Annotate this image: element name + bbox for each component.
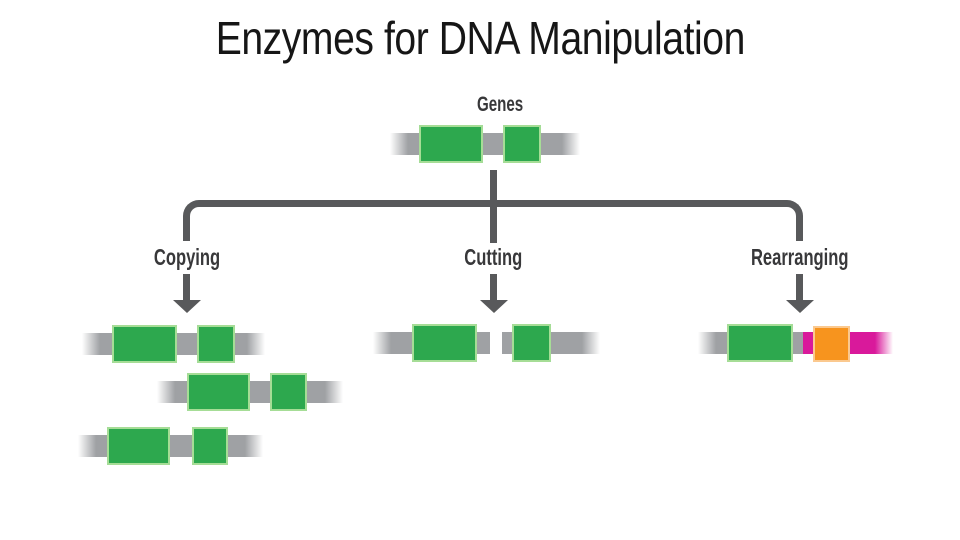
dna-backbone-segment [157, 381, 343, 403]
gene-block [813, 326, 850, 362]
branch-label-rearranging-text: Rearranging [751, 244, 849, 270]
genes-label: Genes [420, 92, 580, 118]
arrow-shaft [796, 274, 803, 300]
dna-backbone-segment [78, 435, 263, 457]
branch-label-cutting: Cutting [413, 244, 573, 270]
arrow-head [173, 300, 201, 313]
gene-block [197, 325, 235, 363]
gene-block [192, 427, 228, 465]
gene-block [727, 324, 793, 362]
gene-block [412, 324, 477, 362]
gene-block [187, 373, 250, 411]
arrow-head [480, 300, 508, 313]
branch-connector-line [183, 200, 803, 241]
branch-label-rearranging: Rearranging [720, 244, 880, 270]
page-title-text: Enzymes for DNA Manipulation [215, 12, 745, 64]
gene-block [107, 427, 170, 465]
gene-block [112, 325, 177, 363]
page-title: Enzymes for DNA Manipulation [0, 12, 960, 64]
gene-block [503, 125, 541, 163]
down-arrow-icon [173, 274, 201, 313]
branch-label-copying: Copying [107, 244, 267, 270]
branch-label-cutting-text: Cutting [464, 244, 522, 270]
arrow-shaft [183, 274, 190, 300]
arrow-head [786, 300, 814, 313]
down-arrow-icon [786, 274, 814, 313]
branch-label-copying-text: Copying [153, 244, 221, 270]
gene-block [270, 373, 307, 411]
genes-label-text: Genes [476, 93, 524, 116]
arrow-shaft [490, 274, 497, 300]
gene-block [512, 324, 551, 362]
gene-block [419, 125, 483, 163]
down-arrow-icon [480, 274, 508, 313]
